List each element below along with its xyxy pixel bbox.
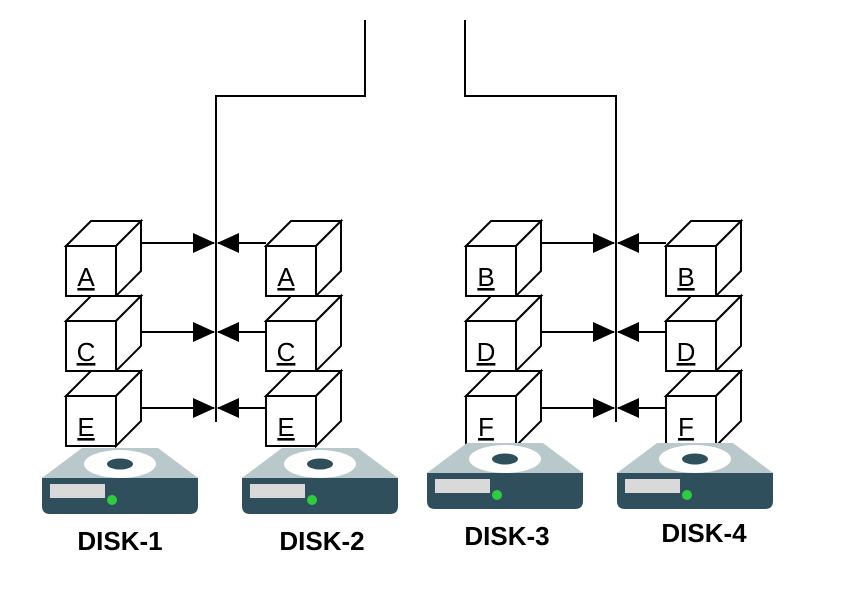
- cube-block-icon: B: [463, 218, 544, 299]
- cube-block-icon: C: [263, 293, 344, 374]
- disk-labels: DISK-1 DISK-2 DISK-3 DISK-4: [77, 518, 747, 556]
- disk-label-4: DISK-4: [661, 518, 747, 548]
- arrowhead-icon: [593, 398, 615, 418]
- cube-block-icon: E: [263, 368, 344, 449]
- arrowhead-icon: [617, 233, 639, 253]
- disk-slot: [50, 484, 105, 498]
- disk-label-1: DISK-1: [77, 526, 162, 556]
- block-label: B: [477, 262, 494, 292]
- arrowhead-icon: [193, 398, 215, 418]
- disk-led: [307, 495, 317, 505]
- hard-drive-icon: [617, 443, 773, 509]
- disk-label-3: DISK-3: [464, 521, 549, 551]
- cube-front-face: [265, 245, 317, 297]
- arrowhead-icon: [193, 233, 215, 253]
- arrowhead-icon: [217, 233, 239, 253]
- cube-front-face: [265, 320, 317, 372]
- cube-block-icon: D: [463, 293, 544, 374]
- cube-front-face: [465, 395, 517, 447]
- block-label: E: [77, 412, 94, 442]
- cube-front-face: [665, 320, 717, 372]
- block-label: F: [478, 412, 494, 442]
- arrowhead-icon: [217, 398, 239, 418]
- cube-block-icon: C: [63, 293, 144, 374]
- block-label: D: [677, 337, 696, 367]
- cube-front-face: [665, 395, 717, 447]
- disk-icons: [42, 443, 773, 514]
- disk-spindle: [492, 453, 518, 465]
- cube-block-icon: B: [663, 218, 744, 299]
- cube-front-face: [665, 245, 717, 297]
- cube-block-icon: F: [663, 368, 744, 449]
- hard-drive-icon: [427, 443, 583, 509]
- arrowhead-icon: [593, 322, 615, 342]
- disk-spindle: [107, 458, 133, 470]
- disk-led: [492, 490, 502, 500]
- block-label: B: [677, 262, 694, 292]
- disk-slot: [435, 479, 490, 493]
- cube-block-icon: F: [463, 368, 544, 449]
- disk-label-2: DISK-2: [279, 526, 364, 556]
- cube-front-face: [65, 245, 117, 297]
- disk-spindle: [682, 453, 708, 465]
- arrowhead-icon: [217, 322, 239, 342]
- cube-block-icon: A: [63, 218, 144, 299]
- arrowhead-icon: [193, 322, 215, 342]
- connector-lines: [141, 20, 666, 422]
- arrowhead-icon: [593, 233, 615, 253]
- arrowhead-icon: [617, 322, 639, 342]
- hard-drive-icon: [42, 448, 198, 514]
- cube-block-icon: D: [663, 293, 744, 374]
- cube-front-face: [65, 320, 117, 372]
- disk-slot: [625, 479, 680, 493]
- hard-drive-icon: [242, 448, 398, 514]
- disk-led: [682, 490, 692, 500]
- trunk-line-2: [464, 20, 617, 422]
- cube-front-face: [265, 395, 317, 447]
- cube-block-icon: E: [63, 368, 144, 449]
- cube-front-face: [465, 320, 517, 372]
- block-groups: A C E A C E B D F B D F: [63, 218, 744, 449]
- trunk-line-1: [215, 20, 366, 422]
- block-label: A: [277, 262, 295, 292]
- block-label: C: [277, 337, 296, 367]
- block-label: C: [77, 337, 96, 367]
- disk-led: [107, 495, 117, 505]
- cube-front-face: [465, 245, 517, 297]
- disk-spindle: [307, 458, 333, 470]
- cube-front-face: [65, 395, 117, 447]
- block-label: D: [477, 337, 496, 367]
- block-label: A: [77, 262, 95, 292]
- disk-slot: [250, 484, 305, 498]
- arrowhead-icon: [617, 398, 639, 418]
- block-label: E: [277, 412, 294, 442]
- block-label: F: [678, 412, 694, 442]
- cube-block-icon: A: [263, 218, 344, 299]
